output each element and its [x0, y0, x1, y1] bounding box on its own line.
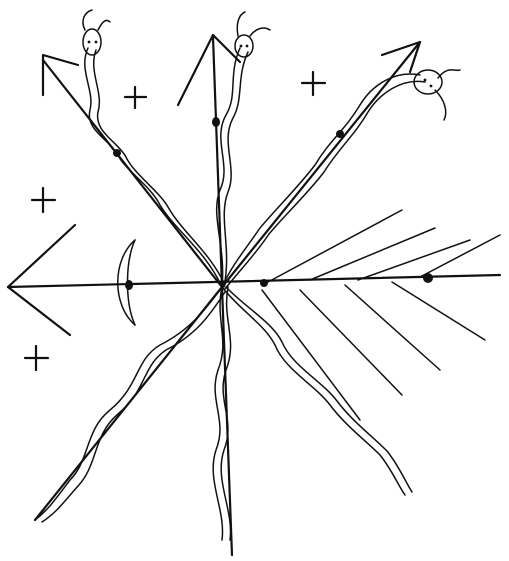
fletch-bottom-4	[392, 282, 485, 340]
snake-head-top	[235, 35, 253, 57]
arrowhead-left	[8, 225, 75, 335]
antenna-upper-left	[83, 10, 110, 30]
snake-upper-left-a	[85, 48, 222, 287]
fletch-top-4	[420, 235, 500, 277]
fletch-bottom-3	[345, 285, 440, 370]
plus-mark-4	[25, 346, 48, 370]
fletching	[262, 210, 500, 420]
arrowhead-upper-left	[43, 55, 78, 95]
arrowhead-upper-right	[382, 42, 420, 72]
snake-lower-left-b	[42, 292, 225, 522]
snake-top-b	[224, 52, 248, 287]
snake-head-upper-left	[83, 29, 101, 55]
snake-heads	[83, 10, 460, 120]
dots	[113, 117, 433, 290]
plus-mark-2	[302, 72, 325, 95]
snake-eye-upper-left-1	[88, 41, 91, 44]
dot-top	[212, 117, 220, 127]
dot-right-2	[423, 273, 433, 283]
fletch-bottom-1	[262, 290, 360, 420]
dot-left	[125, 280, 133, 290]
antenna-top	[237, 12, 270, 36]
arrowhead-top	[178, 35, 240, 105]
snake-upper-right-b	[225, 81, 425, 289]
dot-right-1	[260, 279, 268, 287]
radial-lines	[8, 37, 500, 555]
dot-upper-right	[336, 130, 344, 138]
dot-upper-left	[113, 149, 121, 157]
fletch-top-2	[310, 228, 435, 280]
snake-eye-top-2	[246, 45, 249, 48]
snake-bottom-a	[213, 287, 223, 540]
snake-eye-upper-right-1	[424, 79, 427, 82]
snake-eye-upper-left-2	[95, 41, 98, 44]
snake-eye-top-1	[240, 45, 243, 48]
snake-upper-left-b	[94, 50, 225, 285]
plus-mark-3	[32, 188, 55, 212]
snake-eye-upper-right-2	[430, 85, 433, 88]
snake-upper-right-a	[222, 74, 420, 287]
plus-mark-1	[125, 87, 146, 108]
snake-lower-right-a	[222, 287, 405, 495]
antenna-upper-right	[435, 70, 460, 120]
snakes	[35, 48, 425, 540]
